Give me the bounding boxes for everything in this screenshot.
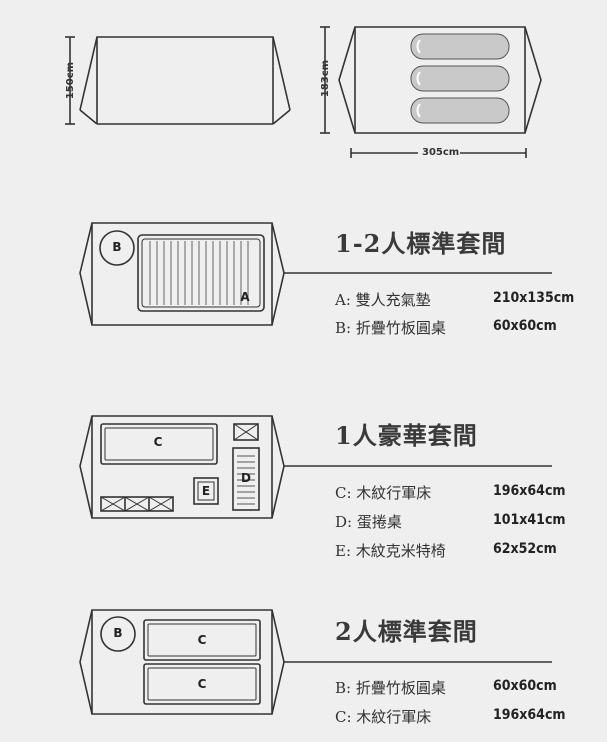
item-size: 60x60cm [493, 678, 557, 694]
tag-b: B [112, 240, 122, 254]
item-size: 196x64cm [493, 483, 566, 499]
layout-title: 1人豪華套間 [335, 421, 478, 450]
furniture-item: B: 折疊竹板圓桌 60x60cm [335, 677, 575, 699]
layout-title: 2人標準套間 [335, 617, 478, 646]
dim-line-150 [65, 36, 75, 125]
dim-label-150: 150cm [65, 61, 77, 100]
item-size: 60x60cm [493, 318, 557, 334]
tag-c: C [153, 435, 163, 449]
dim-line-183 [320, 26, 330, 134]
tag-d: D [241, 471, 251, 485]
layout-3-plan [79, 609, 552, 715]
egg-roll-table-slats [237, 455, 255, 505]
tag-c: C [197, 677, 207, 691]
item-label: D: 蛋捲桌 [335, 513, 402, 531]
item-label: B: 折疊竹板圓桌 [335, 679, 446, 697]
tag-c: C [197, 633, 207, 647]
dim-label-183: 183cm [320, 59, 332, 98]
furniture-item: C: 木紋行軍床 196x64cm [335, 482, 575, 504]
tag-b: B [113, 626, 123, 640]
dim-line-305 [350, 148, 527, 158]
dim-label-305: 305cm [422, 147, 460, 158]
furniture-item: B: 折疊竹板圓桌 60x60cm [335, 317, 575, 339]
item-size: 196x64cm [493, 707, 566, 723]
furniture-item: E: 木紋克米特椅 62x52cm [335, 540, 575, 562]
tag-a: A [240, 290, 250, 304]
item-label: B: 折疊竹板圓桌 [335, 319, 446, 337]
sleeping-pads [410, 33, 510, 124]
item-size: 101x41cm [493, 512, 566, 528]
tent-top-view [338, 26, 542, 134]
item-label: C: 木紋行軍床 [335, 708, 432, 726]
layout-title: 1-2人標準套間 [335, 229, 507, 258]
item-label: C: 木紋行軍床 [335, 484, 432, 502]
tag-e: E [201, 484, 211, 498]
tent-front-view [79, 36, 291, 125]
furniture-item: A: 雙人充氣墊 210x135cm [335, 289, 575, 311]
layout-1-plan [79, 222, 552, 326]
air-mattress-stripes [149, 241, 249, 305]
furniture-item: C: 木紋行軍床 196x64cm [335, 706, 575, 728]
item-size: 210x135cm [493, 290, 575, 306]
furniture-item: D: 蛋捲桌 101x41cm [335, 511, 575, 533]
item-label: A: 雙人充氣墊 [335, 291, 431, 309]
item-size: 62x52cm [493, 541, 557, 557]
layout-2-plan [79, 415, 552, 519]
item-label: E: 木紋克米特椅 [335, 542, 446, 560]
